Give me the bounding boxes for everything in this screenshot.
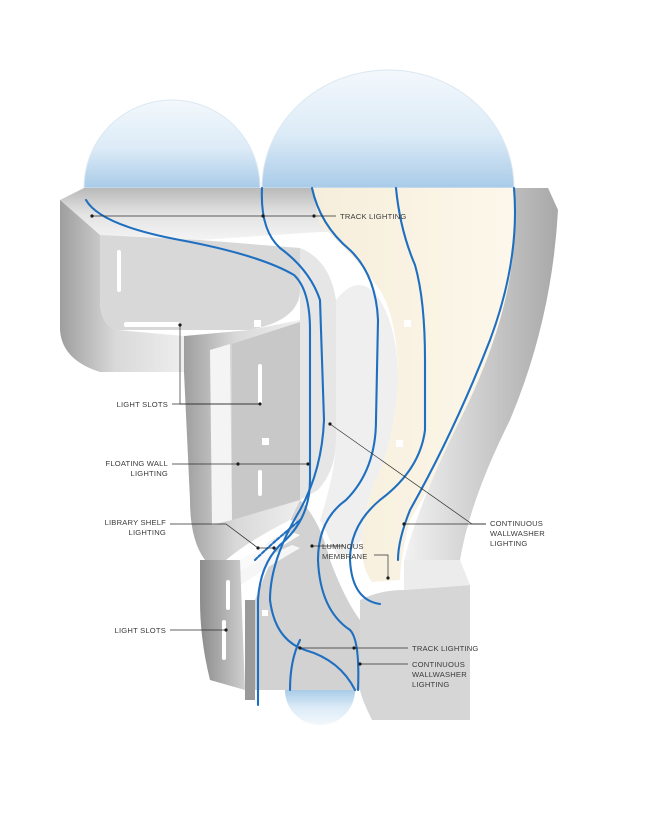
label-track-lighting-bottom: TRACK LIGHTING [412, 644, 479, 653]
label-library-shelf-line1: LIBRARY SHELF [105, 518, 167, 527]
lighting-line-1 [84, 198, 312, 707]
lighting-line-2 [260, 186, 357, 692]
label-light-slots-2: LIGHT SLOTS [115, 626, 166, 635]
label-luminous-line1: LUMINOUS [322, 542, 364, 551]
lighting-line-3 [310, 186, 380, 692]
left-column [184, 320, 300, 700]
skylight-domes [83, 69, 515, 725]
lighting-line-7 [253, 518, 302, 562]
label-continuous-right-line2: WALLWASHER [490, 529, 545, 538]
label-floating-wall-line1: FLOATING WALL [105, 459, 168, 468]
label-continuous-right-line1: CONTINUOUS [490, 519, 543, 528]
skylight-dome-left [83, 99, 261, 189]
leader-library-shelf [170, 523, 259, 549]
label-continuous-bottom-line2: WALLWASHER [412, 670, 467, 679]
lower-right-block [360, 560, 470, 720]
label-floating-wall-line2: LIGHTING [131, 469, 168, 478]
luminous-membrane [312, 188, 527, 582]
label-luminous-line2: MEMBRANE [322, 552, 367, 561]
label-light-slots-1: LIGHT SLOTS [117, 400, 168, 409]
skylight-dome-right [261, 69, 515, 189]
label-continuous-bottom-line3: LIGHTING [412, 680, 449, 689]
label-track-lighting-top: TRACK LIGHTING [340, 212, 407, 221]
labels: TRACK LIGHTING LIGHT SLOTS FLOATING WALL… [105, 212, 545, 689]
lighting-line-6 [288, 638, 302, 692]
label-continuous-right-line3: LIGHTING [490, 539, 527, 548]
label-continuous-bottom-line1: CONTINUOUS [412, 660, 465, 669]
skylight-dome-bottom [285, 690, 355, 725]
leader-lines [90, 214, 486, 666]
label-library-shelf-line2: LIGHTING [129, 528, 166, 537]
lighting-line-4 [348, 186, 427, 606]
right-wall [404, 188, 558, 560]
